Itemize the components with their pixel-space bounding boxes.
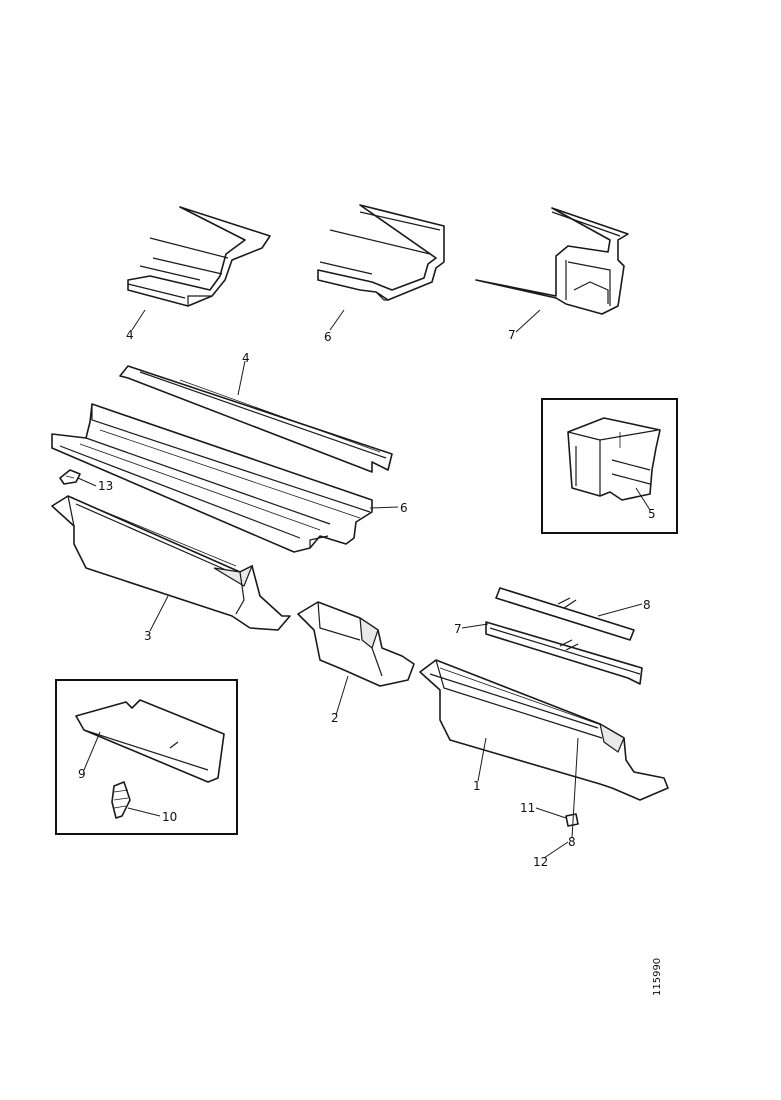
callout-10: 10 (162, 810, 177, 824)
sill-panel-part-3 (51, 495, 291, 631)
rail-part-4 (119, 365, 393, 473)
callout-13: 13 (98, 479, 113, 493)
clip-part-13 (59, 469, 81, 485)
detail-box-part-5 (541, 398, 678, 534)
callout-7-top: 7 (508, 328, 516, 342)
callout-1: 1 (473, 779, 481, 793)
sill-panel-part-2 (297, 601, 415, 687)
callout-7-right: 7 (454, 622, 462, 636)
callout-11: 11 (520, 801, 535, 815)
callout-6-mid: 6 (400, 501, 408, 515)
callout-2: 2 (331, 711, 339, 725)
leader-lines (77, 309, 651, 859)
section-view-part-7 (475, 207, 629, 315)
callout-5: 5 (648, 507, 656, 521)
drawing-reference-number: 115990 (652, 958, 663, 996)
callout-12: 12 (533, 855, 548, 869)
detail-box-parts-9-10 (55, 679, 238, 835)
rail-part-6 (51, 403, 373, 553)
callout-6-top: 6 (324, 330, 332, 344)
section-view-part-6 (317, 204, 445, 301)
fastener-part-11 (565, 813, 579, 827)
callout-8-bottom: 8 (568, 835, 576, 849)
strip-part-7 (485, 621, 643, 685)
section-view-part-4 (127, 206, 271, 307)
strip-part-8 (495, 587, 635, 641)
callout-9: 9 (78, 767, 86, 781)
callout-8-right: 8 (643, 598, 651, 612)
callout-4-mid: 4 (242, 351, 250, 365)
sill-panel-part-1 (419, 659, 669, 801)
callout-3: 3 (144, 629, 152, 643)
callout-4-top: 4 (126, 328, 134, 342)
